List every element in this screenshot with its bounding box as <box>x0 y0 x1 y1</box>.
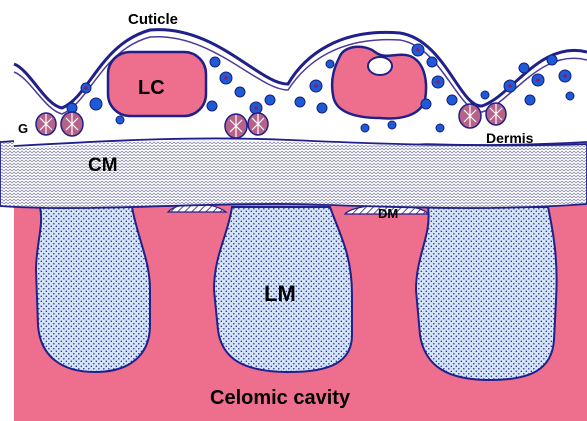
cm-label: CM <box>88 155 118 176</box>
lacunar-cell-right-nucleus <box>368 57 392 75</box>
lm-label: LM <box>264 281 296 306</box>
longitudinal-muscle-left <box>36 207 150 372</box>
cuticle-label: Cuticle <box>128 11 178 28</box>
dm-label: DM <box>378 206 398 221</box>
lc-label: LC <box>138 77 165 99</box>
dermis-label: Dermis <box>486 130 534 146</box>
longitudinal-muscle-right <box>416 207 557 380</box>
celomic-cavity-label: Celomic cavity <box>210 387 351 409</box>
g-label: G <box>18 121 28 136</box>
